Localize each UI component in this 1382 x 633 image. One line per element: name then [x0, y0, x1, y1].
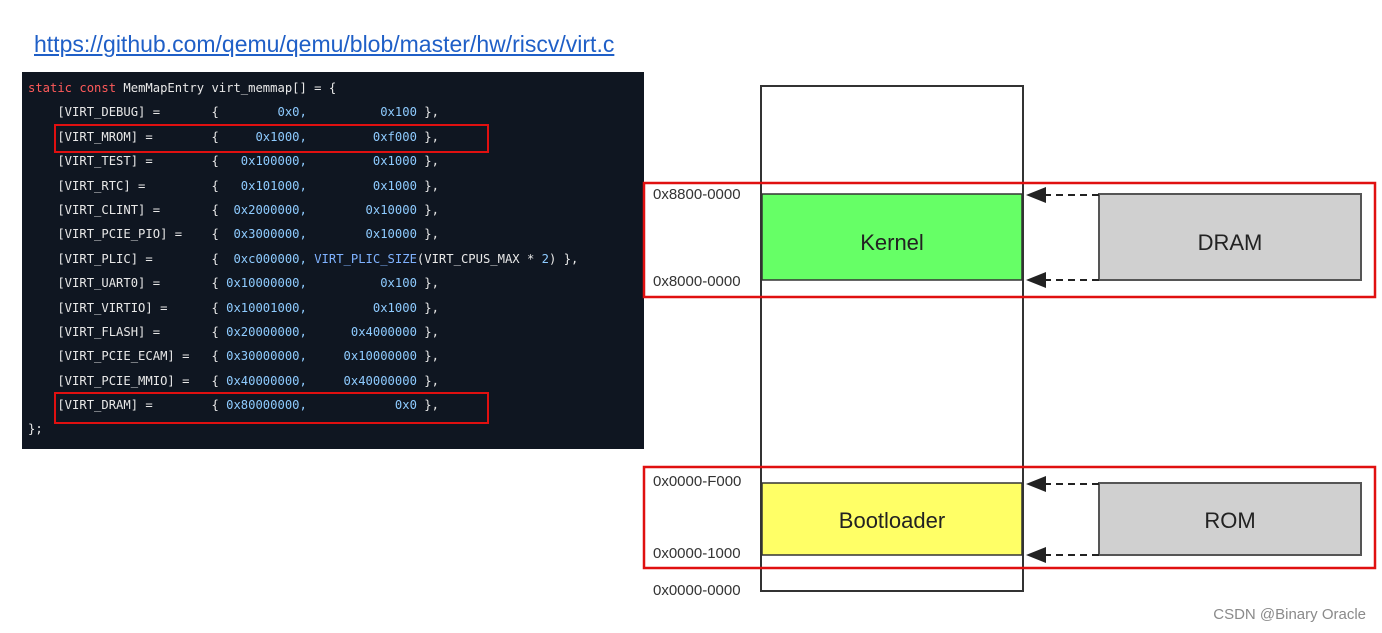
entry-name: [VIRT_DEBUG] =	[28, 105, 212, 120]
entry-name: [VIRT_TEST] =	[28, 154, 212, 169]
rom-label: ROM	[1204, 508, 1255, 533]
dram-block	[1098, 193, 1362, 281]
entry-name: [VIRT_DRAM] =	[28, 398, 212, 413]
entry-name: [VIRT_MROM] =	[28, 129, 212, 144]
entry-base: 0x80000000,	[226, 398, 307, 413]
code-line: [VIRT_CLINT] = { 0x2000000, 0x10000 },	[28, 202, 439, 217]
entry-size: 0x4000000	[314, 324, 417, 339]
dram-region-highlight	[642, 181, 1377, 299]
entry-size: 0x100	[314, 276, 417, 291]
entry-size: 0x100	[314, 105, 417, 120]
entry-size-arg: (VIRT_CPUS_MAX *	[416, 251, 542, 266]
code-line: [VIRT_PCIE_ECAM] = { 0x30000000, 0x10000…	[28, 349, 439, 364]
entry-base: 0x101000,	[226, 178, 307, 193]
code-line: [VIRT_MROM] = { 0x1000, 0xf000 },	[28, 129, 439, 144]
entry-name: [VIRT_PCIE_PIO] =	[28, 227, 212, 242]
dram-highlight-box	[54, 392, 489, 424]
code-line: [VIRT_DRAM] = { 0x80000000, 0x0 },	[28, 398, 439, 413]
entry-name: [VIRT_VIRTIO] =	[28, 300, 212, 315]
entry-base: 0x20000000,	[226, 324, 307, 339]
entry-base: 0x10000000,	[226, 276, 307, 291]
code-line: [VIRT_FLASH] = { 0x20000000, 0x4000000 }…	[28, 324, 439, 339]
code-line: [VIRT_PCIE_PIO] = { 0x3000000, 0x10000 }…	[28, 227, 439, 242]
entry-size-close: )	[549, 251, 557, 266]
kernel-block	[761, 193, 1023, 281]
address-label: 0x0000-F000	[653, 473, 741, 490]
entry-base: 0x2000000,	[226, 202, 307, 217]
mrom-highlight-box	[54, 124, 489, 153]
address-label: 0x0000-1000	[653, 545, 741, 562]
bootloader-label: Bootloader	[839, 508, 945, 533]
rom-region-highlight	[642, 465, 1377, 570]
entry-base: 0x100000,	[226, 154, 307, 169]
code-declaration: MemMapEntry virt_memmap[] = {	[116, 81, 337, 95]
address-label: 0x0000-0000	[653, 582, 741, 599]
memory-column	[760, 85, 1024, 592]
entry-size: 0xf000	[314, 129, 417, 144]
code-keyword: static const	[28, 81, 117, 95]
code-line: [VIRT_PLIC] = { 0xc000000, VIRT_PLIC_SIZ…	[28, 251, 579, 266]
watermark: CSDN @Binary Oracle	[1213, 606, 1366, 623]
entry-size: 0x1000	[314, 300, 417, 315]
entry-size: 0x0	[314, 398, 417, 413]
entry-size: 0x10000000	[314, 349, 417, 364]
entry-name: [VIRT_PLIC] =	[28, 251, 212, 266]
entry-name: [VIRT_PCIE_MMIO] =	[28, 373, 212, 388]
code-header: static const MemMapEntry virt_memmap[] =…	[28, 76, 644, 100]
code-line: [VIRT_DEBUG] = { 0x0, 0x100 },	[28, 105, 439, 120]
entry-base: 0x10001000,	[226, 300, 307, 315]
code-line: [VIRT_PCIE_MMIO] = { 0x40000000, 0x40000…	[28, 373, 439, 388]
kernel-label: Kernel	[860, 230, 924, 255]
code-line: [VIRT_UART0] = { 0x10000000, 0x100 },	[28, 276, 439, 291]
bootloader-block	[761, 482, 1023, 556]
entry-size: 0x40000000	[314, 373, 417, 388]
entry-size: 0x10000	[314, 227, 417, 242]
entry-base: 0x40000000,	[226, 373, 307, 388]
entry-name: [VIRT_CLINT] =	[28, 202, 212, 217]
entry-name: [VIRT_FLASH] =	[28, 324, 212, 339]
entry-size-num: 2	[541, 251, 550, 266]
entry-size-fn: VIRT_PLIC_SIZE	[314, 251, 417, 266]
entry-name: [VIRT_PCIE_ECAM] =	[28, 349, 212, 364]
entry-size: 0x10000	[314, 202, 417, 217]
address-label: 0x8800-0000	[653, 186, 741, 203]
entry-base: 0xc000000,	[226, 251, 307, 266]
entry-size: 0x1000	[314, 154, 417, 169]
code-line: [VIRT_RTC] = { 0x101000, 0x1000 },	[28, 178, 439, 193]
entry-name: [VIRT_UART0] =	[28, 276, 212, 291]
entry-base: 0x1000,	[226, 129, 307, 144]
source-link[interactable]: https://github.com/qemu/qemu/blob/master…	[34, 31, 615, 57]
code-footer: };	[28, 422, 43, 437]
code-line: [VIRT_TEST] = { 0x100000, 0x1000 },	[28, 154, 439, 169]
entry-name: [VIRT_RTC] =	[28, 178, 212, 193]
code-line: [VIRT_VIRTIO] = { 0x10001000, 0x1000 },	[28, 300, 439, 315]
entry-base: 0x30000000,	[226, 349, 307, 364]
rom-block	[1098, 482, 1362, 556]
entry-base: 0x3000000,	[226, 227, 307, 242]
dram-label: DRAM	[1198, 230, 1263, 255]
address-label: 0x8000-0000	[653, 273, 741, 290]
code-block: static const MemMapEntry virt_memmap[] =…	[22, 72, 644, 449]
entry-size: 0x1000	[314, 178, 417, 193]
entry-base: 0x0,	[226, 105, 307, 120]
